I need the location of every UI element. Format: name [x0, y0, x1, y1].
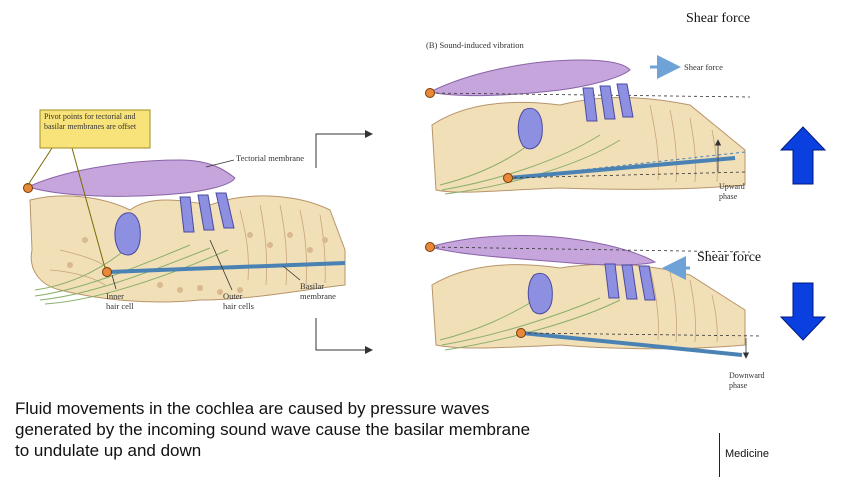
tectorial-membrane — [26, 159, 236, 197]
outer-hair-cell — [197, 194, 215, 231]
label-line: Basilar — [300, 281, 325, 291]
outer-hair-cell — [179, 196, 195, 233]
footer-label: Medicine — [725, 448, 770, 460]
label-line: Outer — [223, 291, 243, 301]
tectorial-membrane — [428, 59, 631, 97]
outer-hair-cells-label: Outer hair cells — [223, 291, 254, 311]
label-line: phase — [729, 381, 748, 390]
inner-hair-cell-label: Inner hair cell — [106, 291, 134, 311]
upward-phase-label: Upward phase — [719, 182, 745, 202]
shear-force-heading-bottom: Shear force — [697, 250, 762, 265]
label-line: Upward — [719, 182, 745, 191]
downward-phase-label: Downward phase — [729, 371, 765, 391]
label-line: hair cells — [223, 301, 254, 311]
upward-phase-panel — [425, 55, 751, 195]
pivot-point-tectorial — [23, 183, 33, 193]
to-downward-arrow — [315, 318, 373, 354]
label-line: Downward — [729, 371, 765, 380]
shear-force-heading-top: Shear force — [686, 11, 751, 26]
pivot-point-basilar — [102, 267, 112, 277]
supporting-tissue — [431, 263, 746, 350]
to-upward-arrow — [315, 130, 373, 168]
pivot-callout — [27, 109, 151, 269]
supporting-tissue — [431, 97, 746, 193]
basilar-membrane — [107, 261, 346, 274]
tectorial-membrane-label: Tectorial membrane — [236, 153, 305, 163]
shear-force-small-label: Shear force — [684, 62, 723, 72]
resting-organ-of-corti — [23, 159, 346, 305]
caption-text: Fluid movements in the cochlea are cause… — [15, 399, 531, 460]
pivot-callout-text: Pivot points for tectorial and basilar m… — [44, 112, 137, 131]
label-line: membrane — [300, 291, 336, 301]
basilar-membrane — [521, 331, 743, 357]
label-line: phase — [719, 192, 738, 201]
basilar-membrane-label: Basilar membrane — [300, 281, 336, 301]
up-arrow-icon — [779, 126, 827, 185]
label-line: Inner — [106, 291, 124, 301]
tectorial-membrane — [428, 235, 657, 266]
outer-hair-cell — [215, 192, 235, 229]
downward-phase-panel — [425, 235, 761, 359]
footer-divider — [719, 433, 720, 477]
panel-b-title: (B) Sound-induced vibration — [426, 40, 524, 50]
label-line: hair cell — [106, 301, 134, 311]
inner-hair-cell — [114, 212, 141, 256]
basilar-membrane — [507, 156, 736, 180]
down-arrow-icon — [779, 282, 827, 341]
